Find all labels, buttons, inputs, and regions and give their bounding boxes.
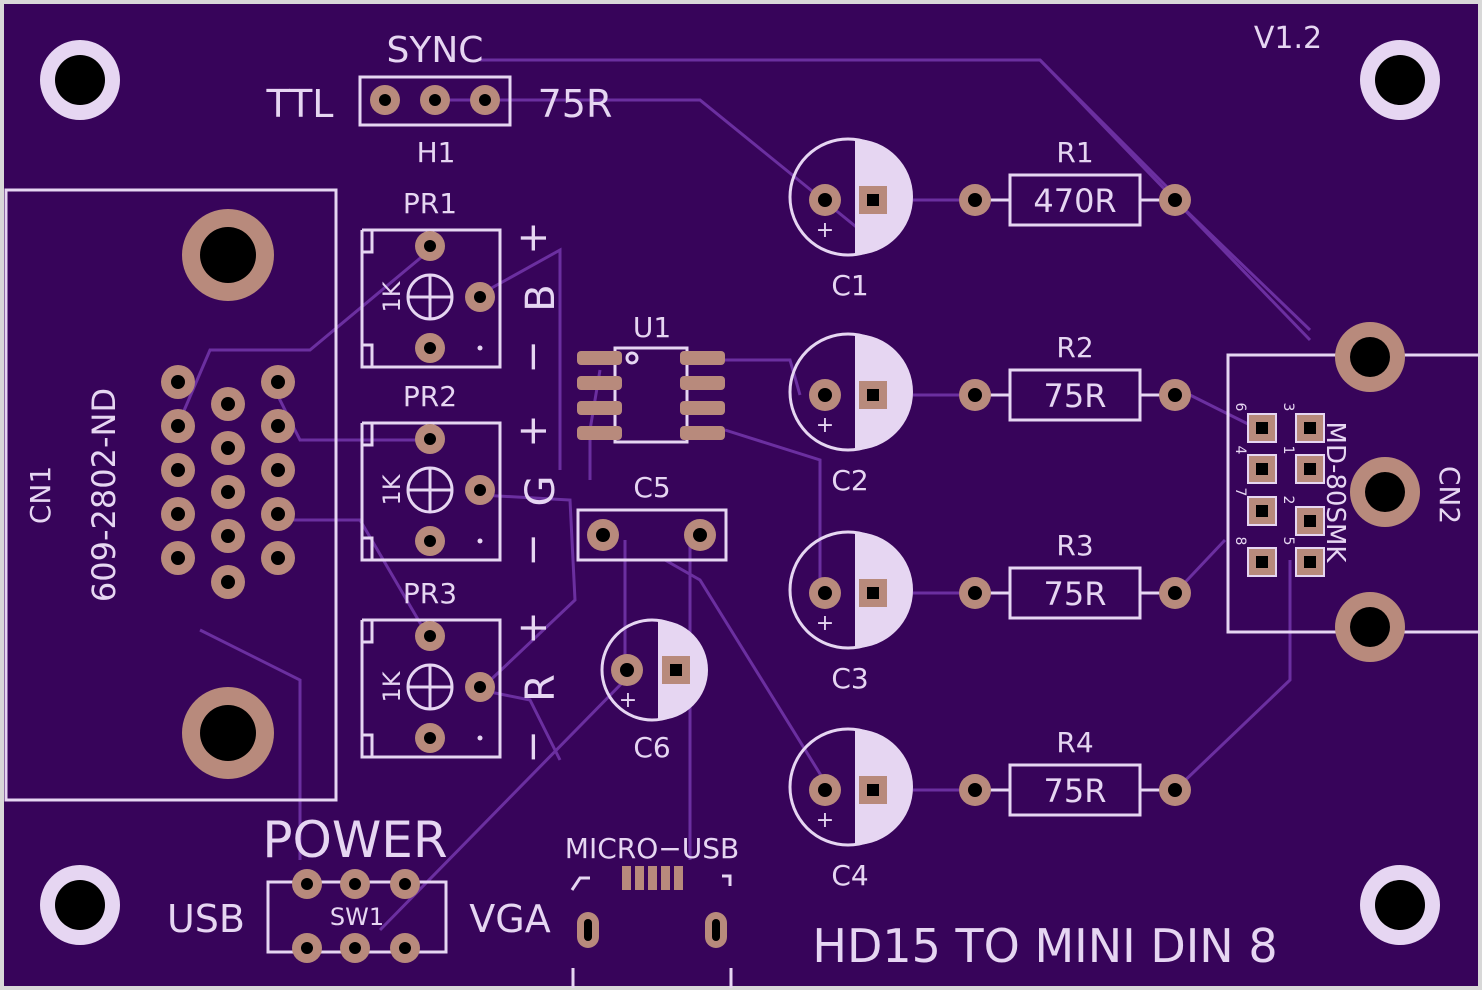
- cn2-connector: 6 4 7 8 3 1 2 5 MD-80SMK CN2: [1226, 322, 1480, 662]
- channel-minus: −: [510, 340, 556, 374]
- cap-plus: +: [816, 413, 834, 438]
- cn1-pins: [161, 365, 295, 599]
- channel-letter: G: [518, 476, 564, 507]
- board-title: HD15 TO MINI DIN 8: [812, 919, 1277, 973]
- resistor-value: 75R: [1044, 575, 1107, 613]
- svg-text:6: 6: [1232, 403, 1248, 412]
- cap-c2: + C2: [788, 332, 913, 497]
- capacitors: + C1 + C2 + C3 + C4: [788, 137, 913, 892]
- version-label: V1.2: [1254, 21, 1322, 56]
- cn2-pin-numbers: 6 4 7 8 3 1 2 5: [1232, 403, 1296, 546]
- channel-letter: R: [518, 674, 564, 702]
- resistor-ref: R2: [1056, 331, 1093, 364]
- resistor-ref: R4: [1056, 726, 1093, 759]
- micro-usb-connector: MICRO−USB: [565, 832, 739, 988]
- trim-pot-b[interactable]: PR1 1K + B −: [360, 187, 564, 374]
- cn1-part: 609-2802-ND: [85, 388, 123, 602]
- trim-pot-g[interactable]: PR2 1K + G −: [360, 380, 564, 567]
- resistor-ref: R1: [1056, 136, 1093, 169]
- cn2-part: MD-80SMK: [1320, 422, 1350, 564]
- channel-plus: +: [510, 414, 556, 448]
- svg-text:1: 1: [1280, 446, 1296, 455]
- cap-plus: +: [816, 611, 834, 636]
- resistor-value: 470R: [1033, 182, 1116, 220]
- trim-pots: PR1 1K + B − PR2 1K + G − PR3 1K + R −: [360, 187, 564, 764]
- cn2-pins: [1247, 413, 1325, 577]
- h1-outline: [358, 75, 512, 127]
- cap-ref: C1: [831, 269, 868, 302]
- channel-letter: B: [518, 284, 564, 311]
- svg-text:5: 5: [1280, 537, 1296, 546]
- svg-text:4: 4: [1232, 446, 1248, 455]
- trim-ref: PR1: [403, 187, 457, 220]
- channel-minus: −: [510, 730, 556, 764]
- trim-value: 1K: [378, 670, 406, 702]
- cap-c4: + C4: [788, 727, 913, 892]
- cap-ref: C4: [831, 859, 868, 892]
- power-usb-label: USB: [167, 897, 245, 941]
- sync-75r-label: 75R: [538, 82, 613, 126]
- svg-text:2: 2: [1280, 496, 1296, 505]
- trim-ref: PR3: [403, 577, 457, 610]
- cn1-connector: CN1 609-2802-ND: [4, 188, 338, 802]
- power-title: POWER: [262, 811, 447, 869]
- mounting-holes: [40, 40, 1440, 945]
- cn1-ref: CN1: [24, 466, 57, 524]
- cap-ref: C3: [831, 662, 868, 695]
- c6-capacitor: + C6: [600, 618, 708, 764]
- channel-plus: +: [510, 611, 556, 645]
- cap-c3: + C3: [788, 530, 913, 695]
- resistor-ref: R3: [1056, 529, 1093, 562]
- trim-ref: PR2: [403, 380, 457, 413]
- svg-text:7: 7: [1232, 488, 1248, 497]
- cap-plus: +: [816, 808, 834, 833]
- traces: [178, 58, 1312, 932]
- power-vga-label: VGA: [469, 897, 550, 941]
- cap-c1: + C1: [788, 137, 913, 302]
- cn2-ref: CN2: [1433, 466, 1466, 524]
- c6-ref: C6: [633, 731, 670, 764]
- trim-value: 1K: [378, 473, 406, 505]
- micro-usb-label: MICRO−USB: [565, 832, 739, 865]
- sw1-ref: SW1: [330, 903, 384, 931]
- u1-chip: U1: [577, 311, 725, 444]
- resistor-r1: R1 470R: [959, 136, 1191, 227]
- c5-capacitor: C5: [576, 471, 728, 562]
- h1-ref: H1: [417, 136, 456, 169]
- cap-ref: C2: [831, 464, 868, 497]
- u1-ref: U1: [633, 311, 671, 344]
- power-switch: POWER USB VGA SW1: [167, 811, 551, 963]
- resistor-value: 75R: [1044, 772, 1107, 810]
- resistor-value: 75R: [1044, 377, 1107, 415]
- cap-plus: +: [816, 218, 834, 243]
- trim-pot-r[interactable]: PR3 1K + R −: [360, 577, 564, 764]
- c5-ref: C5: [633, 471, 670, 504]
- trim-value: 1K: [378, 280, 406, 312]
- channel-minus: −: [510, 533, 556, 567]
- c6-plus: +: [619, 688, 637, 713]
- sync-header: SYNC TTL 75R H1: [266, 30, 613, 169]
- sync-ttl-label: TTL: [266, 82, 334, 126]
- svg-text:8: 8: [1232, 537, 1248, 546]
- channel-plus: +: [510, 221, 556, 255]
- sync-title: SYNC: [387, 30, 484, 71]
- svg-text:3: 3: [1280, 403, 1296, 412]
